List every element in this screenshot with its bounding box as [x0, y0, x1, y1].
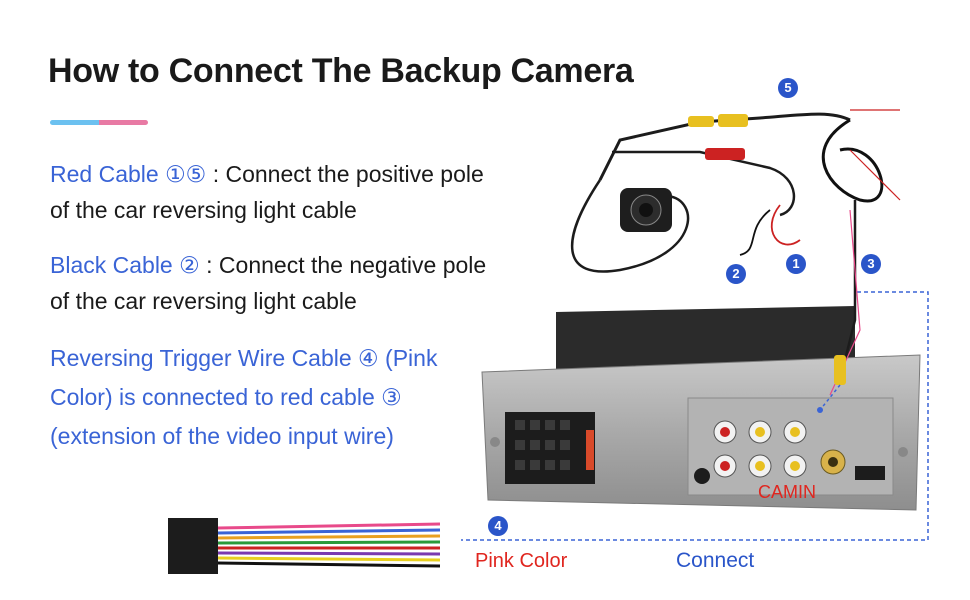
- page-title: How to Connect The Backup Camera: [48, 52, 634, 90]
- red-cable-label: Red Cable ①⑤: [50, 161, 213, 187]
- trigger-wire-text: Reversing Trigger Wire Cable ④ (Pink Col…: [50, 345, 438, 449]
- yellow-rca-plug: [688, 116, 714, 127]
- marker-2: 2: [726, 264, 746, 284]
- connect-label: Connect: [676, 549, 755, 572]
- wire-harness: [168, 518, 441, 574]
- marker-1: 1: [786, 254, 806, 274]
- instruction-black-cable: Black Cable ② : Connect the negative pol…: [50, 247, 490, 319]
- marker-3: 3: [861, 254, 881, 274]
- marker-5: 5: [778, 78, 798, 98]
- pink-color-label: Pink Color: [475, 550, 568, 572]
- black-cable-label: Black Cable ②: [50, 252, 200, 278]
- backup-camera: [620, 188, 672, 232]
- yellow-cable-plug: [834, 355, 846, 385]
- instruction-trigger-wire: Reversing Trigger Wire Cable ④ (Pink Col…: [50, 339, 490, 456]
- title-underline: [50, 120, 148, 125]
- camin-label: CAMIN: [758, 482, 816, 502]
- instruction-red-cable: Red Cable ①⑤ : Connect the positive pole…: [50, 156, 490, 228]
- red-power-plug: [705, 148, 745, 160]
- head-unit: [481, 306, 921, 511]
- red-cable-text: : Connect the positive pole of the car r…: [50, 161, 484, 223]
- black-cable-text: : Connect the negative pole of the car r…: [50, 252, 487, 314]
- connection-dashed-line: [461, 291, 929, 541]
- rca-jacks: [694, 420, 846, 484]
- marker-4: 4: [488, 516, 508, 536]
